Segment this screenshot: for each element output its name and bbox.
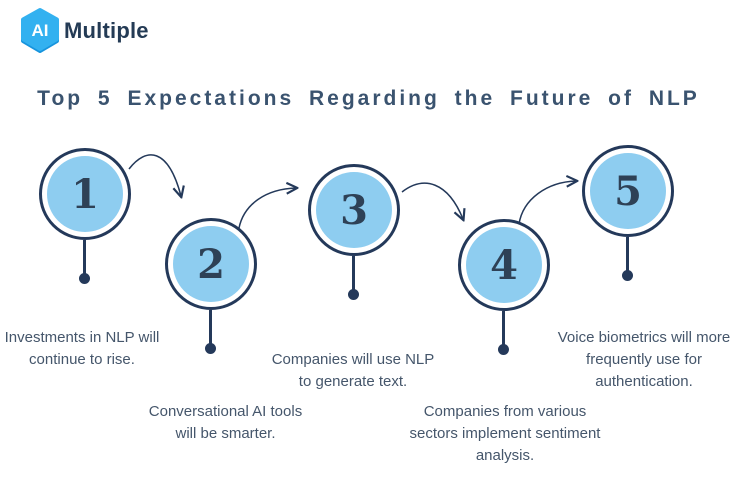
step-3-pin-line (352, 256, 355, 292)
step-3-pin-dot (348, 289, 359, 300)
step-1-label: Investments in NLP will continue to rise… (4, 329, 160, 368)
step-5-circle: 5 (582, 145, 674, 237)
step-5-label: Voice biometrics will more frequently us… (557, 329, 731, 390)
step-5-pin-line (626, 237, 629, 273)
step-3-label: Companies will use NLP to generate text. (271, 351, 435, 390)
arrow-step1-to-step2-icon (128, 154, 181, 196)
step-2-circle: 2 (165, 218, 257, 310)
step-1-circle: 1 (39, 148, 131, 240)
aimultiple-logo: AI Multiple (19, 7, 149, 53)
step-1-number: 1 (47, 156, 123, 232)
step-5-number: 5 (590, 153, 666, 229)
logo-ai-text: AI (32, 21, 49, 40)
step-2-label: Conversational AI tools will be smarter. (148, 403, 303, 442)
logo-brand-text: Multiple (64, 18, 149, 43)
step-4-number: 4 (466, 227, 542, 303)
arrow-step3-to-step4-icon (401, 182, 463, 219)
step-1-pin-line (83, 240, 86, 276)
step-2-number: 2 (173, 226, 249, 302)
step-3-circle: 3 (308, 164, 400, 256)
step-3-number: 3 (316, 172, 392, 248)
step-4-pin-dot (498, 344, 509, 355)
step-4-pin-line (502, 311, 505, 347)
step-4-circle: 4 (458, 219, 550, 311)
step-2-pin-line (209, 310, 212, 346)
step-4-label: Companies from various sectors implement… (409, 403, 601, 464)
logo-hexagon-icon: AI (21, 8, 59, 53)
page-title: Top 5 Expectations Regarding the Future … (37, 87, 700, 110)
arrow-step2-to-step3-icon (238, 188, 296, 229)
arrow-step4-to-step5-icon (518, 181, 576, 225)
step-2-pin-dot (205, 343, 216, 354)
step-5-pin-dot (622, 270, 633, 281)
step-1-pin-dot (79, 273, 90, 284)
